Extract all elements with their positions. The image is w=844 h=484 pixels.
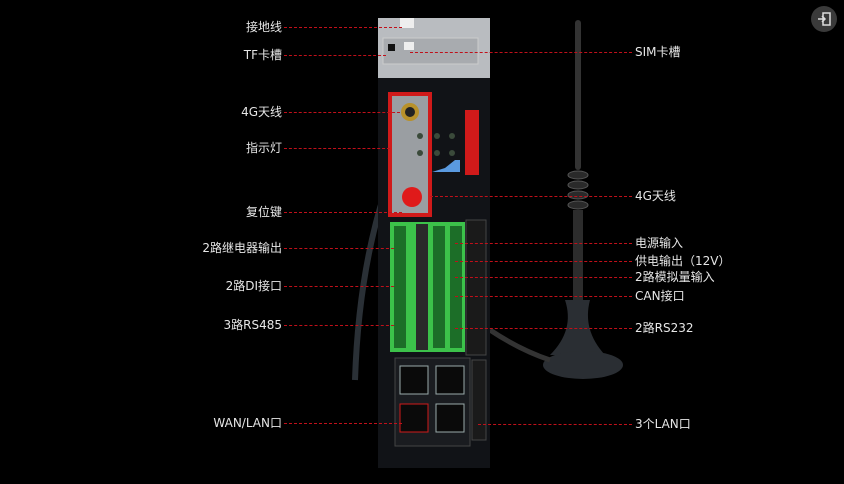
label-rs232: 2路RS232 [635,321,694,335]
leader-line [455,243,632,244]
leader-line [410,52,632,53]
leader-line [284,286,394,287]
label-can: CAN接口 [635,289,685,303]
label-power-input: 电源输入 [635,236,684,250]
leader-line [455,261,632,262]
label-analog-input: 2路模拟量输入 [635,270,715,284]
leader-line [284,212,402,213]
label-tf-slot: TF卡槽 [243,48,282,62]
leader-line [284,248,394,249]
leader-line [455,328,632,329]
leader-line [284,112,400,113]
leader-line [430,196,632,197]
leader-line [284,148,390,149]
label-ground-wire: 接地线 [245,20,282,34]
label-indicator: 指示灯 [245,141,282,155]
label-4g-antenna-right: 4G天线 [635,189,676,203]
leader-line [284,423,402,424]
leader-line [284,55,386,56]
exit-fullscreen-button[interactable] [811,6,837,32]
label-rs485: 3路RS485 [223,318,283,332]
label-4g-antenna-left: 4G天线 [241,105,282,119]
label-sim-slot: SIM卡槽 [635,45,681,59]
antenna-right [488,20,623,379]
label-wan-lan: WAN/LAN口 [213,416,282,430]
label-di: 2路DI接口 [225,279,282,293]
leader-line [284,27,402,28]
leader-line [455,296,632,297]
label-power-output: 供电输出（12V） [635,254,731,268]
leader-line [455,277,632,278]
label-lan-ports: 3个LAN口 [635,417,691,431]
exit-icon [818,12,831,26]
label-reset-key: 复位键 [245,205,282,219]
label-relay-output: 2路继电器输出 [202,241,282,255]
leader-line [478,424,632,425]
leader-line [284,325,394,326]
